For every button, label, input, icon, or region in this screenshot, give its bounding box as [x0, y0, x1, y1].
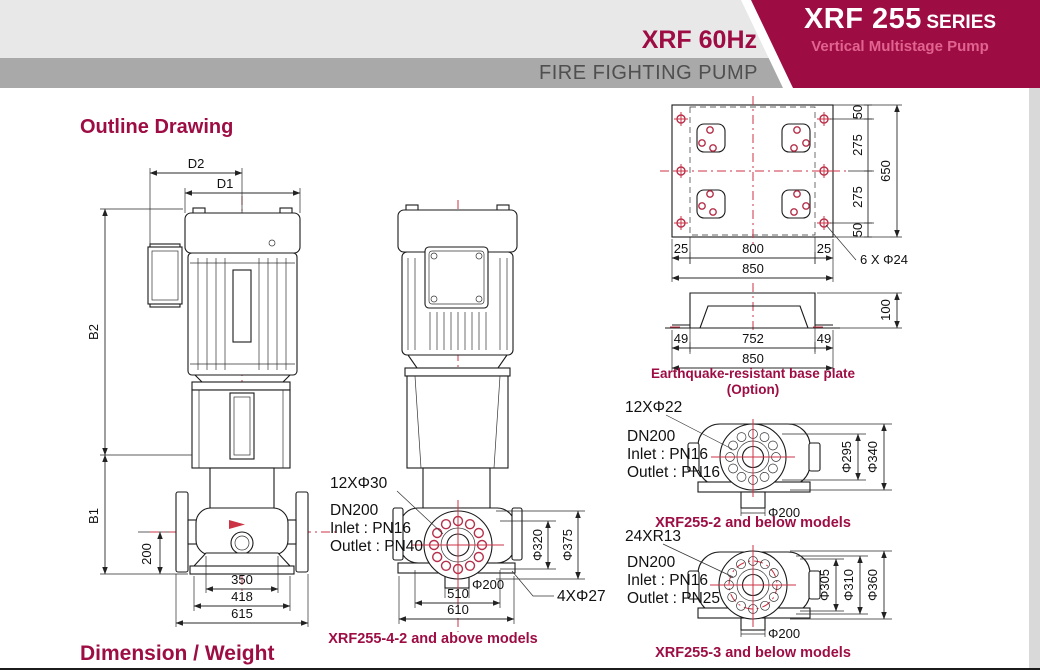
outlet-label: Outlet : PN16 — [627, 464, 720, 481]
bolt-spec-label: 6 X Φ24 — [860, 252, 908, 267]
dim-label: 25 — [674, 241, 688, 256]
outlet-label: Outlet : PN25 — [627, 590, 720, 607]
page-edge-strip — [1029, 88, 1040, 670]
outline-drawings-canvas: D2 D1 B2 B1 200 350 418 615 — [86, 96, 908, 661]
dim-label: Φ375 — [560, 529, 575, 561]
model-caption: XRF255-4-2 and above models — [328, 631, 538, 647]
inlet-label: Inlet : PN16 — [627, 446, 708, 463]
dn-label: DN200 — [330, 502, 379, 519]
dn-label: DN200 — [627, 428, 676, 445]
series-banner — [751, 0, 1040, 88]
category-label: FIRE FIGHTING PUMP — [539, 62, 758, 84]
dim-label: 50 — [850, 223, 865, 237]
model-caption: XRF255-3 and below models — [655, 645, 851, 661]
dim-label: Φ360 — [865, 569, 880, 601]
flange-view-xrf255-3: 24XR13 DN200 Inlet : PN16 Outlet : PN25 … — [625, 528, 892, 661]
dim-label: 800 — [742, 241, 764, 256]
dim-label: B2 — [86, 324, 101, 340]
dim-label: Φ340 — [865, 441, 880, 473]
bolt-spec-label: 24XR13 — [625, 528, 681, 545]
dim-label: 510 — [447, 586, 469, 601]
dim-label: 49 — [817, 331, 831, 346]
eq-base-caption: Earthquake-resistant base plate — [651, 366, 856, 381]
dimension-weight-heading: Dimension / Weight — [80, 642, 275, 665]
dim-label: Φ200 — [768, 626, 800, 641]
dn-label: DN200 — [627, 554, 676, 571]
corner-slots — [696, 123, 811, 219]
dim-label: Φ200 — [768, 505, 800, 520]
dim-label: Φ305 — [817, 569, 832, 601]
anchor-holes — [674, 112, 831, 230]
dim-label: Φ295 — [839, 441, 854, 473]
inlet-label: Inlet : PN16 — [627, 572, 708, 589]
outlet-label: Outlet : PN40 — [330, 538, 423, 555]
dim-label: 418 — [231, 589, 253, 604]
model-frequency-label: XRF 60Hz — [641, 26, 757, 54]
pump-front-view: D2 D1 B2 B1 200 350 418 615 — [86, 156, 338, 627]
dim-label: Φ320 — [530, 529, 545, 561]
base-plate-plan: 50 275 275 50 650 25 800 25 850 6 X Φ24 — [660, 96, 908, 282]
dim-label: B1 — [86, 508, 101, 524]
series-suffix: SERIES — [926, 12, 997, 33]
dim-label: Φ200 — [472, 577, 504, 592]
series-subtitle: Vertical Multistage Pump — [811, 38, 989, 55]
dim-label: 50 — [850, 105, 865, 119]
pump-side-view: 12XΦ30 DN200 Inlet : PN16 Outlet : PN40 … — [328, 200, 606, 647]
dim-label: 49 — [674, 331, 688, 346]
bolt-spec-label: 12XΦ22 — [625, 399, 682, 416]
dim-label: 615 — [231, 606, 253, 621]
dim-label: 275 — [850, 186, 865, 208]
dim-label: 275 — [850, 134, 865, 156]
series-name: XRF 255 — [803, 3, 922, 35]
dim-label: 610 — [447, 602, 469, 617]
earthquake-base-profile: 49 752 49 850 100 Earthquake-resistant b… — [651, 283, 902, 397]
inlet-label: Inlet : PN16 — [330, 520, 411, 537]
dim-label: 650 — [878, 160, 893, 182]
dim-label: 850 — [742, 351, 764, 366]
dim-label: 25 — [817, 241, 831, 256]
outline-drawing-heading: Outline Drawing — [80, 116, 234, 138]
dim-label: 200 — [139, 543, 154, 565]
dim-label: 350 — [231, 572, 253, 587]
dim-label: 100 — [878, 299, 893, 321]
dim-label: 850 — [742, 261, 764, 276]
page-bottom-border — [0, 668, 1040, 670]
dim-label: D1 — [217, 176, 234, 191]
bolt-spec-label: 4XΦ27 — [557, 588, 606, 605]
dim-label: Φ310 — [841, 569, 856, 601]
category-bar: FIRE FIGHTING PUMP — [0, 58, 792, 88]
bolt-spec-label: 12XΦ30 — [330, 475, 388, 492]
dim-label: D2 — [188, 156, 205, 171]
series-title: XRF 255 SERIES — [770, 3, 1030, 36]
eq-base-caption: (Option) — [727, 382, 779, 397]
dim-label: 752 — [742, 331, 764, 346]
flange-view-xrf255-2: 12XΦ22 DN200 Inlet : PN16 Outlet : PN16 … — [625, 399, 892, 531]
model-caption: XRF255-2 and below models — [655, 515, 851, 531]
